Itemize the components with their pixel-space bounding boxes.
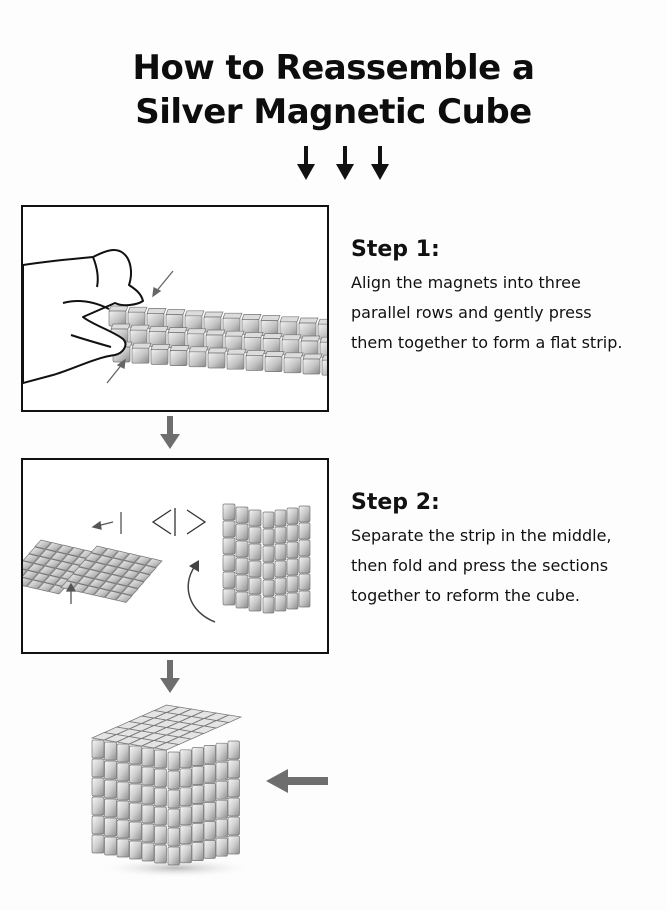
step-2-illustration bbox=[21, 458, 329, 654]
split-strip-icon bbox=[23, 503, 311, 623]
down-arrow-icon bbox=[160, 416, 180, 450]
down-arrows bbox=[290, 144, 400, 184]
magnet-strip-icon bbox=[23, 249, 327, 384]
step-2-heading: Step 2: bbox=[351, 490, 440, 515]
step-2-line-3: together to reform the cube. bbox=[351, 586, 580, 605]
step-1-line-2: parallel rows and gently press bbox=[351, 303, 592, 322]
left-arrow-icon bbox=[266, 769, 328, 793]
step-1-line-3: them together to form a flat strip. bbox=[351, 333, 623, 352]
step-1-line-1: Align the magnets into three bbox=[351, 273, 581, 292]
step-2-line-1: Separate the strip in the middle, bbox=[351, 526, 612, 545]
title-line-2: Silver Magnetic Cube bbox=[135, 92, 532, 132]
hand-icon bbox=[23, 249, 144, 384]
step-2-line-2: then fold and press the sections bbox=[351, 556, 609, 575]
rotate-arrow-icon bbox=[187, 560, 216, 623]
step-2: Step 2: Separate the strip in the middle… bbox=[351, 489, 651, 611]
step-1-heading: Step 1: bbox=[351, 237, 440, 262]
page-title: How to Reassemble a Silver Magnetic Cube bbox=[0, 46, 667, 134]
folded-strip-icon bbox=[222, 503, 311, 614]
step-1: Step 1: Align the magnets into three par… bbox=[351, 236, 651, 358]
title-line-1: How to Reassemble a bbox=[132, 48, 536, 88]
magnetic-cube-icon bbox=[86, 700, 256, 880]
down-arrow-icon bbox=[297, 146, 389, 180]
down-arrow-icon bbox=[160, 660, 180, 694]
step-1-illustration bbox=[21, 205, 329, 412]
